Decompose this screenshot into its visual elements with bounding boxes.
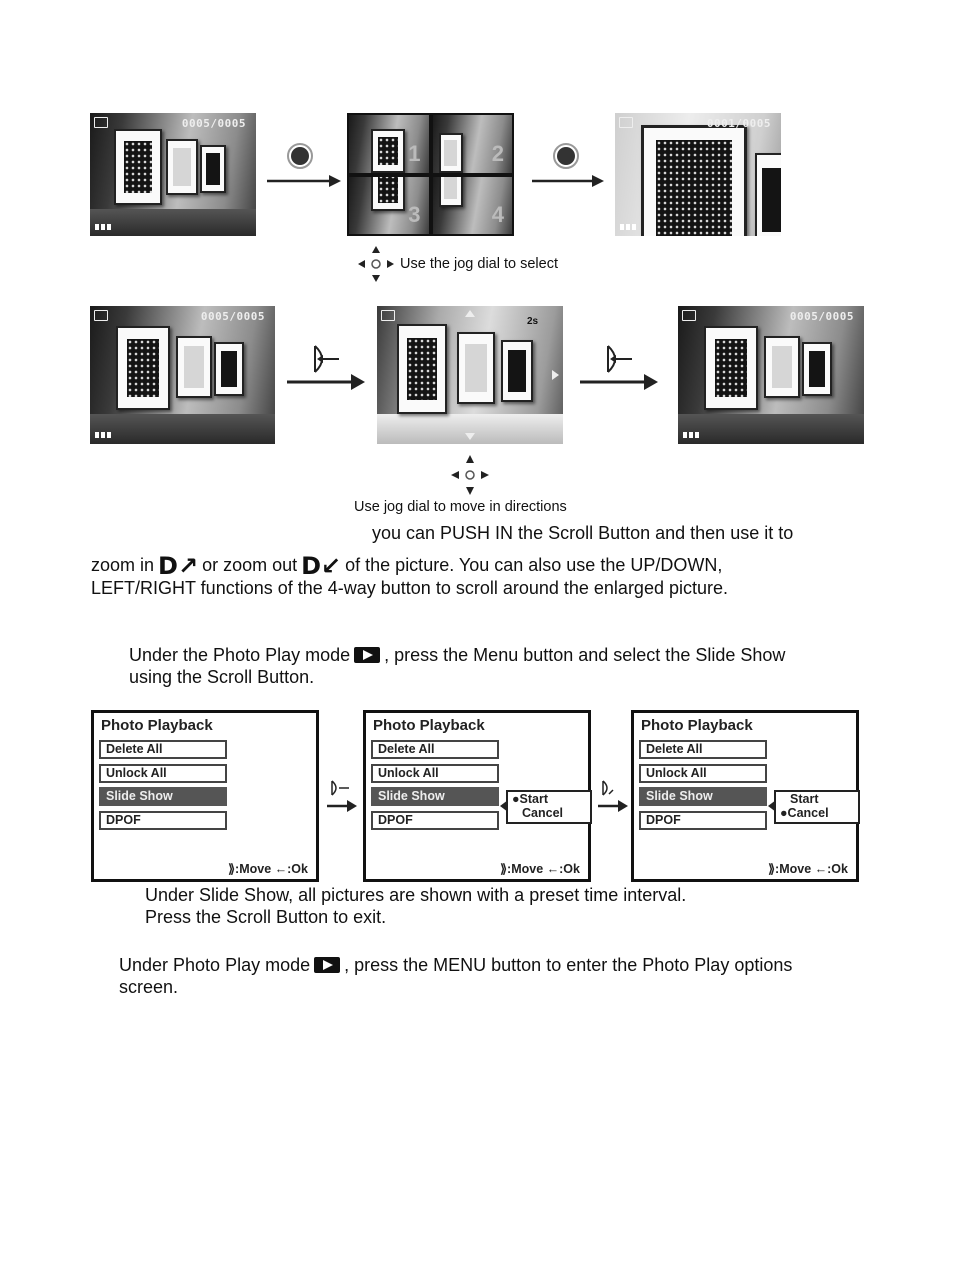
image-counter: 0005/0005 <box>200 310 265 323</box>
zoom-text-line1: you can PUSH IN the Scroll Button and th… <box>372 523 794 543</box>
options-text: , press the MENU button to enter the Pho… <box>344 955 793 975</box>
zoom-out-icon: D↙ <box>301 552 342 580</box>
zoom-out-arrow-icon <box>580 345 658 390</box>
menu-screen-1: Photo Playback Delete All Unlock All Sli… <box>91 710 319 882</box>
zoom-out-label: or zoom out <box>202 555 298 575</box>
slideshow-note-line1: Under Slide Show, all pictures are shown… <box>145 885 687 905</box>
image-counter: 0001/0005 <box>706 117 771 130</box>
jog-caption: Use jog dial to move in directions <box>354 499 567 515</box>
menu-item-unlock-all[interactable]: Unlock All <box>99 764 227 783</box>
photo-full-view-3: 0005/0005 <box>678 306 864 444</box>
zoom-up-indicator-icon <box>465 310 475 317</box>
playback-icon <box>619 117 633 128</box>
image-counter: 0005/0005 <box>789 310 854 323</box>
menu-screen-2: Photo Playback Delete All Unlock All Sli… <box>363 710 592 882</box>
slideshow-intro-line2: using the Scroll Button. <box>129 667 315 687</box>
menu-footer: ⟫:Move ←:Ok <box>228 862 308 876</box>
menu-item-unlock-all[interactable]: Unlock All <box>639 764 767 783</box>
menu-arrow-icon <box>327 780 357 812</box>
popup-cancel-option[interactable]: ●Cancel <box>780 806 829 820</box>
menu-item-dpof[interactable]: DPOF <box>371 811 499 830</box>
zoom-in-label: zoom in <box>91 555 155 575</box>
quad-number: 2 <box>491 140 504 166</box>
quad-number: 1 <box>408 140 421 166</box>
quad-number: 3 <box>408 202 421 227</box>
slideshow-intro-line1: Under the Photo Play mode , press the Men… <box>129 644 785 666</box>
menu-footer: ⟫:Move ←:Ok <box>768 862 848 876</box>
options-text: Under Photo Play mode <box>119 955 311 975</box>
popup-cancel-option[interactable]: Cancel <box>522 806 563 820</box>
popup-start-option[interactable]: ●Start <box>512 792 549 806</box>
image-counter: 0005/0005 <box>181 117 246 130</box>
zoom-in-icon: D↗ <box>158 552 199 580</box>
arrow-right-icon <box>532 143 604 187</box>
slideshow-intro-text: , press the Menu button and select the S… <box>384 645 786 665</box>
playback-icon <box>94 310 108 321</box>
menu-item-delete-all[interactable]: Delete All <box>639 740 767 759</box>
menu-item-slide-show[interactable]: Slide Show <box>99 787 227 806</box>
menu-title: Photo Playback <box>101 717 213 734</box>
quad-number: 4 <box>491 202 504 227</box>
quad-zoom-view: 1 2 3 4 <box>347 113 514 236</box>
menu-item-slide-show[interactable]: Slide Show <box>371 787 499 806</box>
playback-icon <box>381 310 395 321</box>
zoom-down-indicator-icon <box>465 433 475 440</box>
menu-item-slide-show[interactable]: Slide Show <box>639 787 767 806</box>
menu-item-dpof[interactable]: DPOF <box>99 811 227 830</box>
zoom-timer: 2s <box>527 316 539 327</box>
jog-caption: Use the jog dial to select <box>400 256 558 272</box>
slideshow-popup: Start ●Cancel <box>768 790 860 824</box>
zoom-right-indicator-icon <box>552 370 559 380</box>
menu-footer: ⟫:Move ←:Ok <box>500 862 580 876</box>
popup-start-option[interactable]: Start <box>790 792 819 806</box>
jog-dial-icon <box>451 455 489 495</box>
slideshow-popup: ●Start Cancel <box>500 790 592 824</box>
battery-icon <box>95 432 113 438</box>
menu-item-delete-all[interactable]: Delete All <box>371 740 499 759</box>
play-mode-icon <box>354 647 381 663</box>
battery-icon <box>95 224 113 230</box>
menu-item-dpof[interactable]: DPOF <box>639 811 767 830</box>
menu-title: Photo Playback <box>641 717 753 734</box>
zoom-text-line3: LEFT/RIGHT functions of the 4-way button… <box>91 578 728 598</box>
photo-full-view-1: 0005/0005 <box>90 113 256 236</box>
battery-icon <box>620 224 638 230</box>
slideshow-note-line2: Press the Scroll Button to exit. <box>145 907 387 927</box>
zoom-text-rest: of the picture. You can also use the UP/… <box>345 555 723 575</box>
menu-item-delete-all[interactable]: Delete All <box>99 740 227 759</box>
battery-icon <box>683 432 701 438</box>
playback-icon <box>682 310 696 321</box>
photo-selected-view: 0001/0005 <box>615 113 781 236</box>
menu-screen-3: Photo Playback Delete All Unlock All Sli… <box>631 710 860 882</box>
zoom-in-arrow-icon <box>287 345 365 390</box>
photo-zoomed-view: 2s <box>377 306 563 444</box>
arrow-right-icon <box>267 143 341 187</box>
photo-full-view-2: 0005/0005 <box>90 306 275 444</box>
options-text-line1: Under Photo Play mode , press the MENU bu… <box>119 954 792 976</box>
playback-icon <box>94 117 108 128</box>
jog-dial-icon <box>358 246 394 282</box>
menu-item-unlock-all[interactable]: Unlock All <box>371 764 499 783</box>
menu-arrow-icon <box>598 780 628 812</box>
slideshow-intro-text: Under the Photo Play mode <box>129 645 351 665</box>
menu-title: Photo Playback <box>373 717 485 734</box>
options-text-line2: screen. <box>119 977 179 997</box>
play-mode-icon <box>314 957 341 973</box>
